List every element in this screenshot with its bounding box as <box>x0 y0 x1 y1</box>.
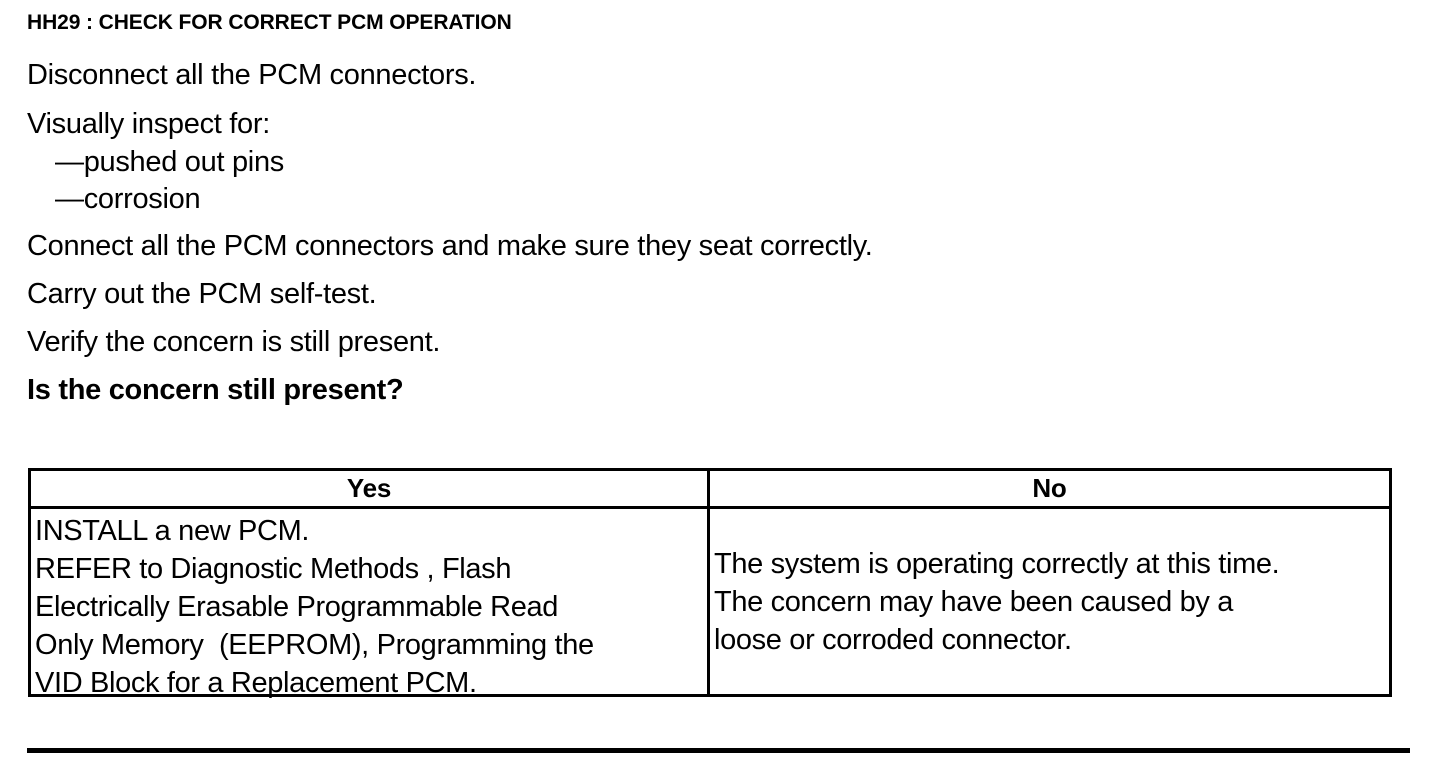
table-cell-no: The system is operating correctly at thi… <box>710 509 1389 694</box>
decision-table: Yes No INSTALL a new PCM. REFER to Diagn… <box>28 468 1392 699</box>
no-line-2: The concern may have been caused by a <box>714 585 1234 618</box>
decision-question: Is the concern still present? <box>27 374 404 406</box>
table-header-row: Yes No <box>31 471 1389 510</box>
column-header-yes-label: Yes <box>346 473 392 504</box>
column-header-no-label: No <box>1032 473 1067 504</box>
yes-action-text: INSTALL a new PCM. REFER to Diagnostic M… <box>31 509 707 699</box>
bullet-item-pushed-out-pins: —pushed out pins <box>55 146 284 178</box>
step-line-2: Visually inspect for: <box>27 108 271 140</box>
step-line-5: Verify the concern is still present. <box>27 326 441 358</box>
footer-divider <box>27 748 1410 753</box>
table-row: INSTALL a new PCM. REFER to Diagnostic M… <box>31 509 1389 699</box>
table-header-cell-no: No <box>710 471 1389 506</box>
yes-line-4: Only Memory (EEPROM), Programming the <box>35 629 594 662</box>
yes-line-2: REFER to Diagnostic Methods , Flash <box>35 553 512 586</box>
bullet-item-corrosion: —corrosion <box>55 183 201 215</box>
step-line-3: Connect all the PCM connectors and make … <box>27 230 873 262</box>
no-action-text: The system is operating correctly at thi… <box>710 509 1389 694</box>
step-line-4: Carry out the PCM self-test. <box>27 278 377 310</box>
yes-line-3: Electrically Erasable Programmable Read <box>35 591 559 624</box>
table-cell-yes: INSTALL a new PCM. REFER to Diagnostic M… <box>31 509 710 699</box>
yes-line-5: VID Block for a Replacement PCM. <box>35 667 477 700</box>
no-line-1: The system is operating correctly at thi… <box>714 547 1280 580</box>
step-line-1: Disconnect all the PCM connectors. <box>27 59 477 91</box>
page-title: HH29 : CHECK FOR CORRECT PCM OPERATION <box>27 11 512 34</box>
yes-line-1: INSTALL a new PCM. <box>35 515 310 548</box>
table-header-cell-yes: Yes <box>31 471 710 507</box>
no-line-3: loose or corroded connector. <box>714 623 1072 656</box>
